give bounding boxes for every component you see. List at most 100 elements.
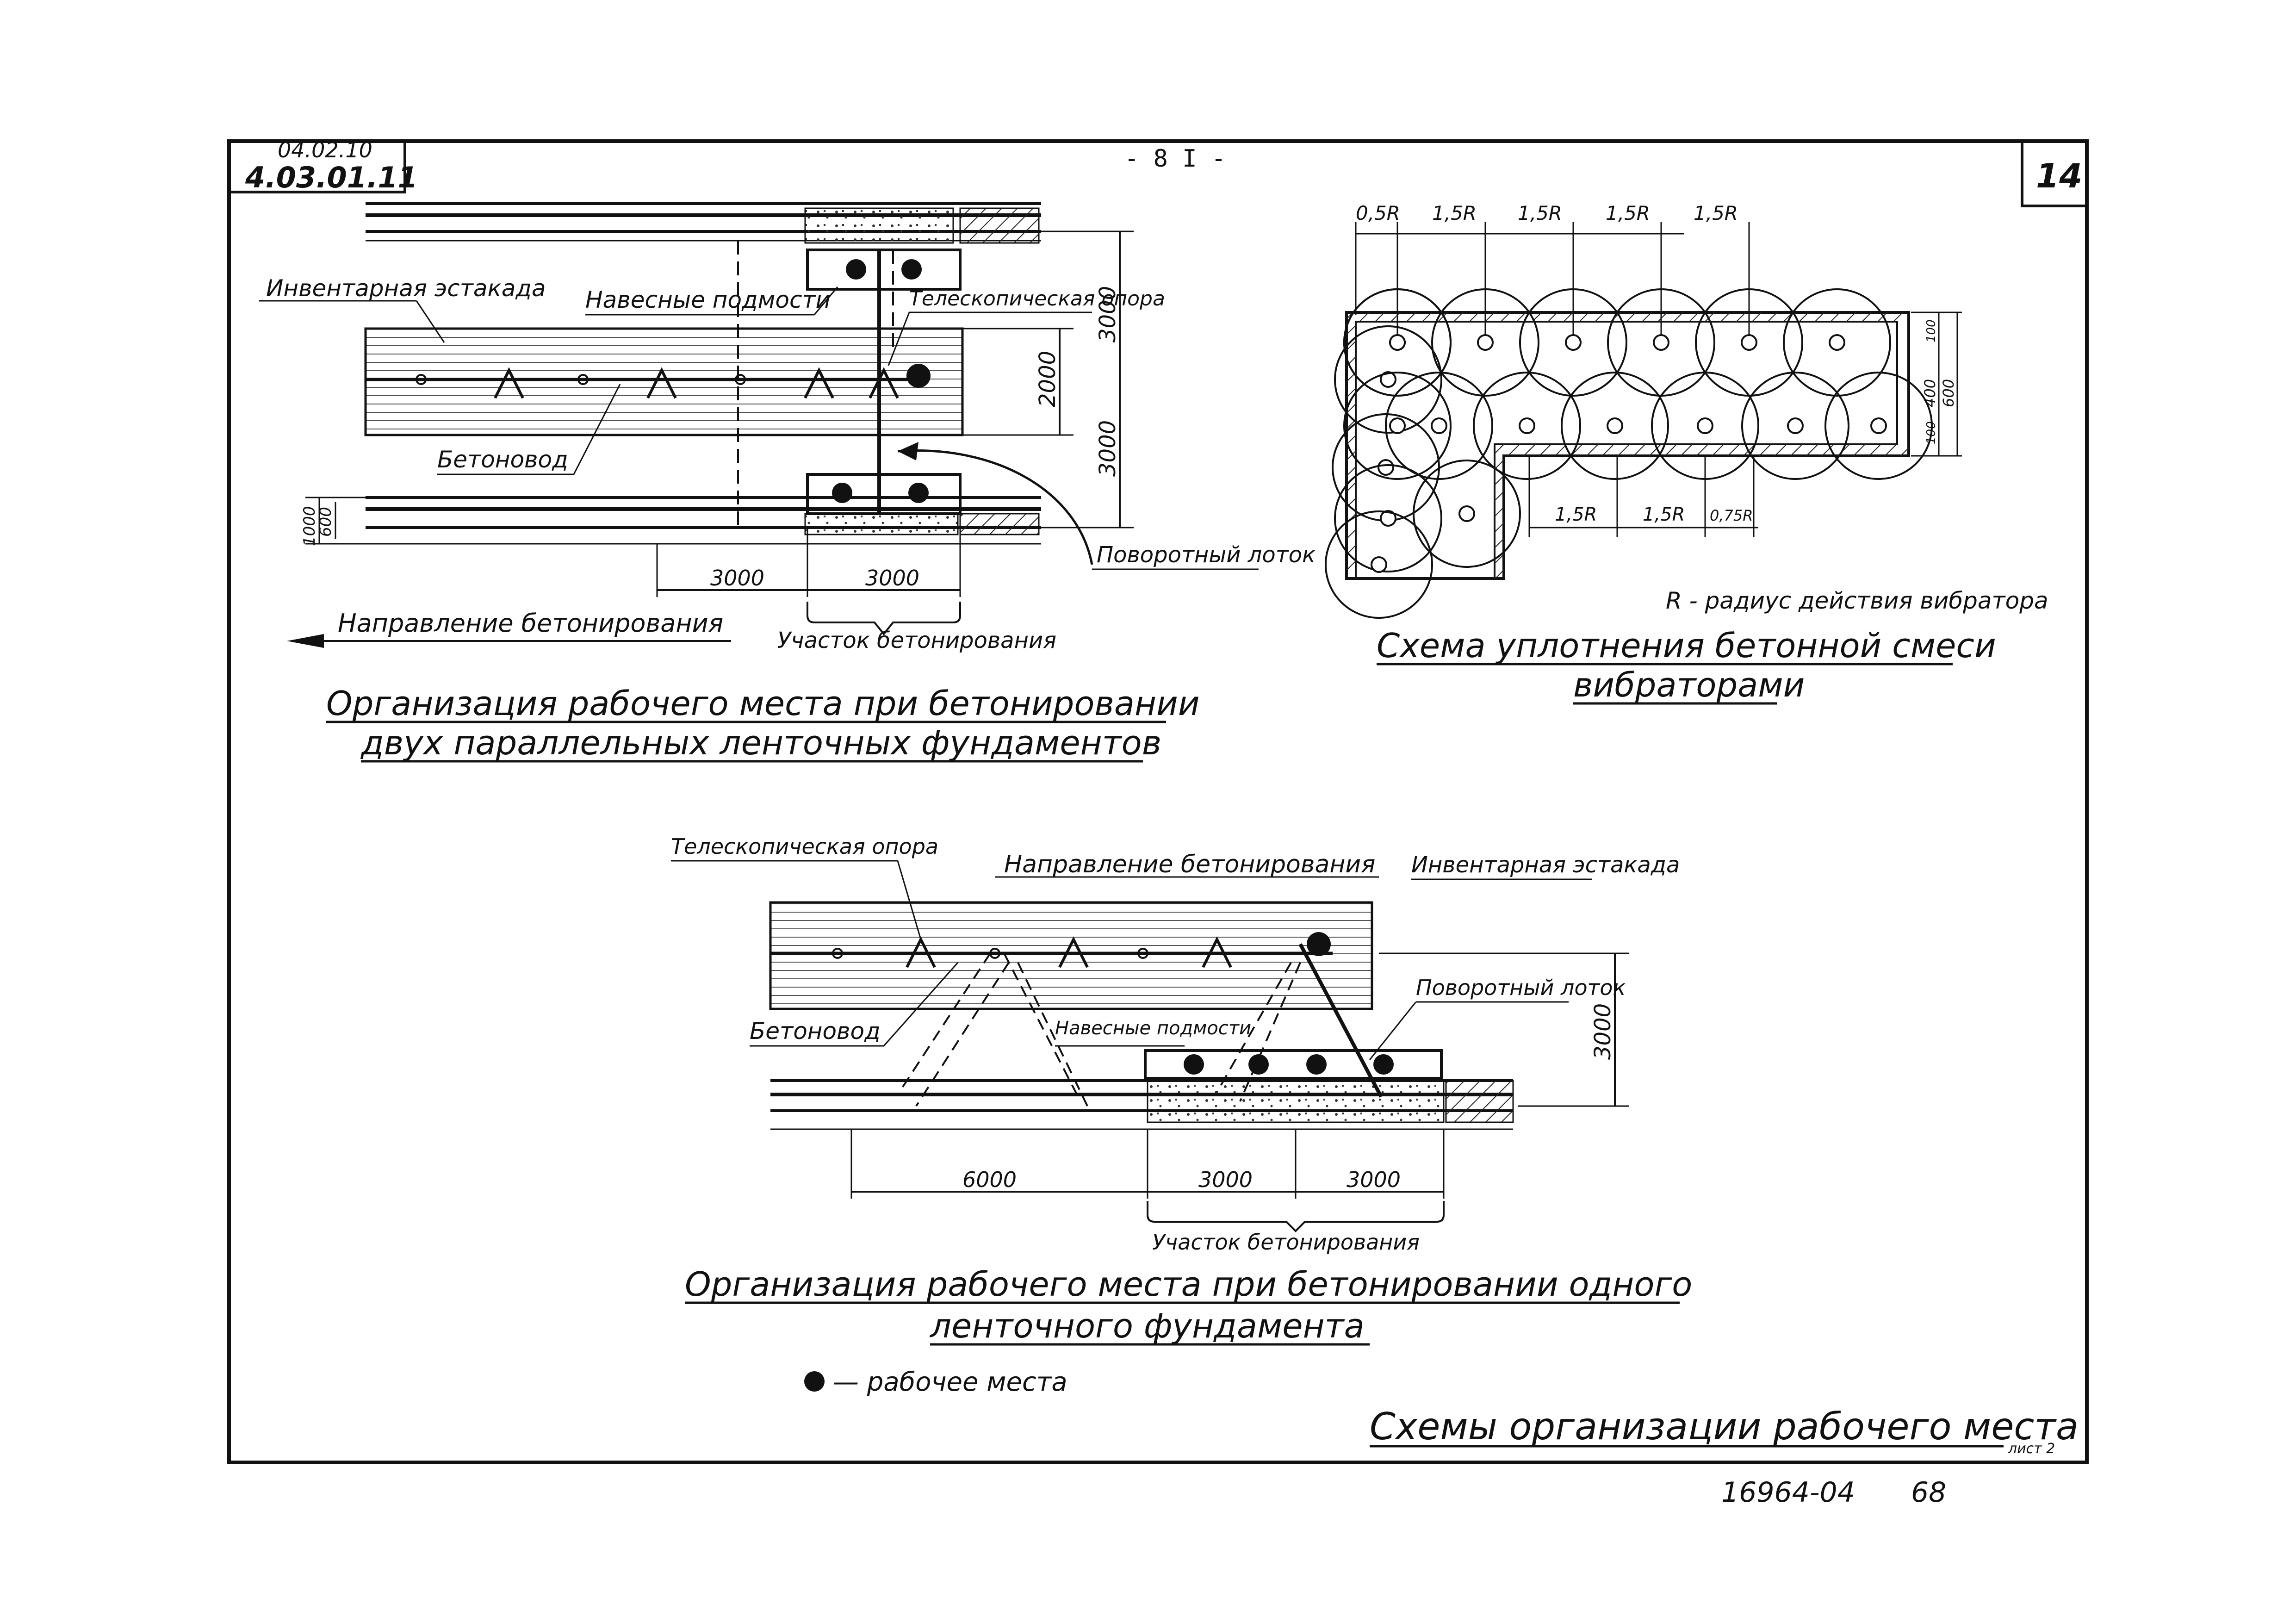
sheet-code-stamp: 04.02.10 4.03.01.11 xyxy=(228,137,418,194)
vibrator-point xyxy=(1380,510,1396,527)
vibrator-circle xyxy=(1334,325,1442,434)
label-rotary-chute: Поворотный лоток xyxy=(1097,542,1316,568)
label-concrete-pipe-bottom: Бетоновод xyxy=(750,1018,881,1045)
vibrator-circle xyxy=(1334,464,1442,572)
dim-3000-top: 3000 xyxy=(1095,286,1121,342)
dim-3000-bot-a: 3000 xyxy=(1198,1167,1253,1192)
dim-3000-bottom: 3000 xyxy=(1095,420,1121,477)
vibrator-point xyxy=(1565,334,1582,351)
spacing-0: 0,5R xyxy=(1356,202,1400,224)
vibrator-point xyxy=(1389,334,1406,351)
vibrator-point xyxy=(1653,334,1669,351)
vibrator-point xyxy=(1431,417,1447,434)
vibrator-point xyxy=(1371,556,1387,573)
dim-3000-v: 3000 xyxy=(1590,1003,1616,1060)
vibrator-circle xyxy=(1431,288,1539,397)
label-trestle-bottom: Инвентарная эстакада xyxy=(1411,852,1680,878)
vibrator-circle xyxy=(1741,372,1849,480)
dim-3000-a: 3000 xyxy=(710,566,764,591)
dim-2000: 2000 xyxy=(1035,351,1061,407)
dim-100: 100 xyxy=(1924,319,1938,342)
inventory-trestle-bottom xyxy=(769,901,1373,1010)
sheet-number-box: 14 xyxy=(2021,140,2088,207)
vibration-right-dims: 100 400 600 100 xyxy=(1911,311,1962,457)
foundation-bottom xyxy=(770,943,1514,1130)
dim-1000: 1000 xyxy=(300,506,319,546)
dims-vertical-right: 3000 2000 3000 xyxy=(962,230,1134,529)
dim-3000-b: 3000 xyxy=(865,566,919,591)
spacing-3: 1,5R xyxy=(1606,202,1650,224)
dim-6000: 6000 xyxy=(962,1167,1017,1192)
dim-400: 400 xyxy=(1921,379,1939,407)
vibrator-point xyxy=(1697,417,1713,434)
footer-page: 68 xyxy=(1911,1476,1946,1509)
code-text: 4.03.01.11 xyxy=(245,161,418,194)
footer-code: 16964-04 xyxy=(1721,1476,1855,1509)
vibrator-point xyxy=(1607,417,1623,434)
vibrator-circle xyxy=(1561,372,1669,480)
label-hanging-scaffold-bottom: Навесные подмости xyxy=(1055,1018,1251,1039)
dim-600: 600 xyxy=(316,507,335,537)
lower-foundation xyxy=(366,241,1041,545)
spacing-1: 1,5R xyxy=(1432,202,1477,224)
caption-top-left-1: Организация рабочего места при бетониров… xyxy=(326,684,1200,723)
dims-vertical-left: 1000 600 xyxy=(300,497,366,546)
vibrator-point xyxy=(1378,459,1394,476)
inventory-trestle-top xyxy=(364,327,964,436)
upper-foundation xyxy=(366,202,1041,291)
vibration-bottom-dims: 1,5R 1,5R 0,75R xyxy=(1528,456,1758,537)
spacing-bottom-2: 0,75R xyxy=(1710,507,1753,524)
caption-bottom-2: ленточного фундамента xyxy=(929,1306,1365,1345)
spacing-bottom-1: 1,5R xyxy=(1643,504,1685,525)
caption-top-right-1: Схема уплотнения бетонной смеси xyxy=(1377,626,1996,665)
label-concrete-pipe: Бетоновод xyxy=(437,446,568,473)
vibrator-circle xyxy=(1519,288,1627,397)
spacing-bottom-0: 1,5R xyxy=(1555,504,1597,525)
vibrator-point xyxy=(1829,334,1845,351)
caption-top-left-2: двух параллельных ленточных фундаментов xyxy=(360,723,1161,762)
label-telescopic-support: Телескопическая опора xyxy=(909,287,1165,311)
legend-text: — рабочее места xyxy=(833,1367,1067,1397)
dim-600-right: 600 xyxy=(1940,379,1957,407)
vibrator-point xyxy=(1477,334,1494,351)
vibrator-circle xyxy=(1343,372,1452,480)
vibrator-circle xyxy=(1413,460,1521,568)
vibrator-circle xyxy=(1343,288,1452,397)
vibrator-point xyxy=(1870,417,1887,434)
vibrator-point xyxy=(1389,417,1406,434)
vibration-spacing-dims: 0,5R 1,5R 1,5R 1,5R 1,5R xyxy=(1355,202,1750,342)
label-direction-bottom: Направление бетонирования xyxy=(1004,851,1375,878)
diagram-two-foundations: 3000 2000 3000 1000 600 3000 3000 Инвент… xyxy=(259,202,1316,763)
vibrator-circle xyxy=(1385,372,1493,480)
code-old-text: 04.02.10 xyxy=(278,137,372,162)
label-hanging-scaffold: Навесные подмости xyxy=(585,286,831,313)
sheet-number-text: 14 xyxy=(2036,156,2082,195)
label-section-bottom: Участок бетонирования xyxy=(1152,1230,1420,1255)
spacing-2: 1,5R xyxy=(1518,202,1562,224)
label-direction-top: Направление бетонирования xyxy=(338,609,723,638)
vibrator-point xyxy=(1519,417,1535,434)
legend: — рабочее места xyxy=(804,1367,1067,1397)
label-telescopic-bottom: Телескопическая опора xyxy=(671,834,938,859)
caption-bottom-1: Организация рабочего места при бетониров… xyxy=(685,1265,1692,1304)
dims-bottom: 3000 6000 3000 3000 Участок бетонировани… xyxy=(850,952,1629,1255)
vibrator-point xyxy=(1741,334,1757,351)
dim-100b: 100 xyxy=(1924,421,1938,444)
sheet-frame xyxy=(227,139,2089,1464)
label-section-top: Участок бетонирования xyxy=(777,628,1056,653)
dim-3000-bot-b: 3000 xyxy=(1347,1167,1401,1192)
vibrator-point xyxy=(1458,505,1475,522)
page-center-number: - 8 I - xyxy=(1124,145,1226,173)
spacing-4: 1,5R xyxy=(1694,202,1738,224)
vibrator-point xyxy=(1380,371,1396,388)
vibrator-point xyxy=(1787,417,1804,434)
list-label: лист 2 xyxy=(2008,1441,2055,1457)
vibrator-circle xyxy=(1325,510,1433,619)
caption-top-right-2: вибраторами xyxy=(1573,665,1805,704)
diagram-one-foundation: 3000 6000 3000 3000 Участок бетонировани… xyxy=(671,834,1692,1397)
label-rotary-chute-bottom: Поворотный лоток xyxy=(1416,975,1626,1000)
main-title: Схемы организации рабочего места xyxy=(1370,1405,2079,1448)
diagram-vibration-scheme: 0,5R 1,5R 1,5R 1,5R 1,5R 100 400 600 100 xyxy=(1325,202,2048,705)
dims-horizontal: 3000 3000 xyxy=(656,528,961,636)
